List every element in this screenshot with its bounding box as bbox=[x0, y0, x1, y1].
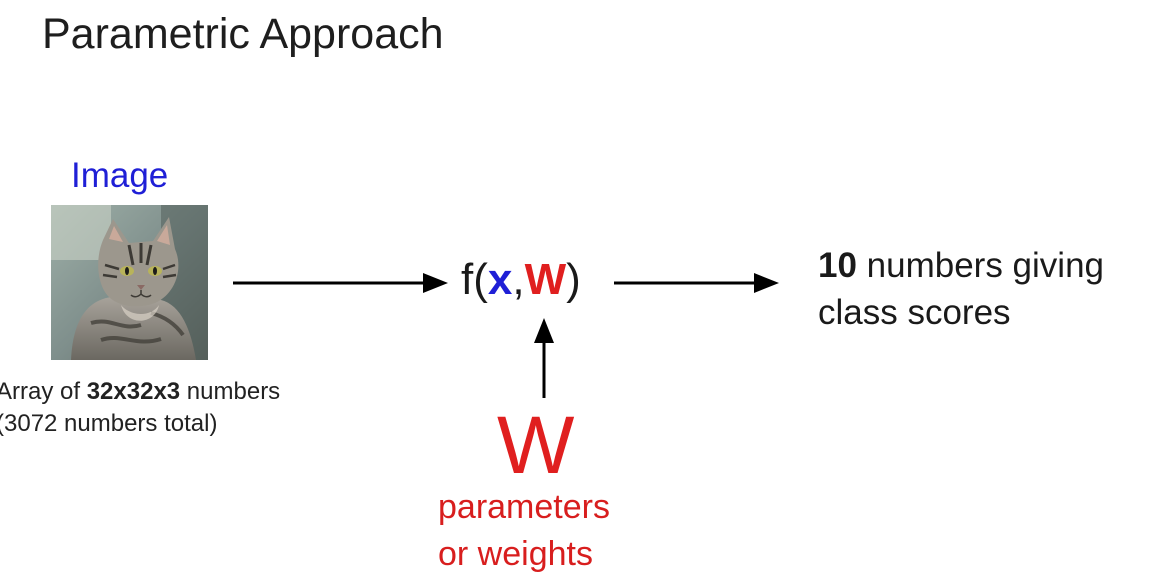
function-x: x bbox=[487, 255, 513, 304]
input-arrow-icon bbox=[233, 273, 448, 293]
weights-arrow-icon bbox=[534, 318, 554, 398]
function-open: f( bbox=[461, 255, 488, 304]
output-caption: 10 numbers giving class scores bbox=[818, 242, 1104, 336]
weights-caption-line1: parameters bbox=[438, 488, 610, 526]
function-comma: , bbox=[512, 255, 525, 304]
output-arrow-icon bbox=[614, 273, 779, 293]
output-caption-line2: class scores bbox=[818, 293, 1011, 332]
cat-image bbox=[51, 205, 208, 360]
slide-title: Parametric Approach bbox=[42, 10, 444, 58]
function-expression: f(x,W) bbox=[461, 258, 581, 302]
array-caption-suffix: numbers bbox=[180, 378, 281, 405]
array-caption-line2: (3072 numbers total) bbox=[0, 410, 218, 437]
array-caption: Array of 32x32x3 numbers (3072 numbers t… bbox=[0, 376, 280, 440]
output-caption-line1: 10 numbers giving bbox=[818, 242, 1104, 289]
weights-symbol: W bbox=[497, 400, 575, 491]
array-caption-line1: Array of 32x32x3 numbers bbox=[0, 376, 280, 408]
output-count: 10 bbox=[818, 246, 857, 285]
array-caption-prefix: Array of bbox=[0, 378, 87, 405]
function-close: ) bbox=[566, 255, 581, 304]
image-label: Image bbox=[71, 156, 169, 195]
function-w: W bbox=[524, 255, 567, 304]
weights-caption: parameters or weights bbox=[438, 484, 610, 578]
weights-caption-line2: or weights bbox=[438, 535, 593, 573]
array-dims: 32x32x3 bbox=[86, 378, 181, 405]
output-caption-rest: numbers giving bbox=[856, 246, 1105, 285]
